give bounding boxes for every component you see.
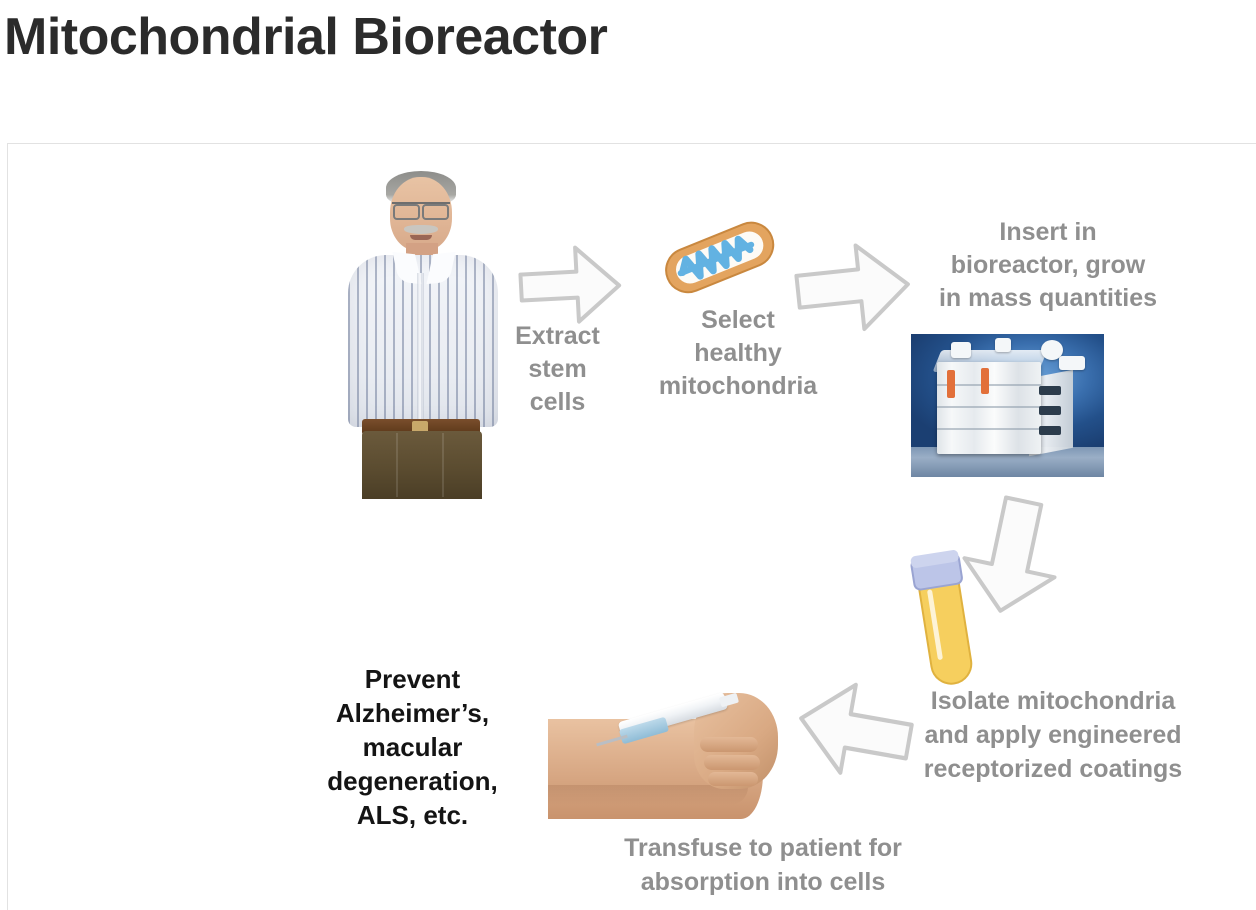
step-label-transfuse-to-patient: Transfuse to patient for absorption into… [624, 834, 902, 896]
arrow-extract-to-select-icon [513, 237, 627, 331]
step-label-extract-stem-cells: Extract stem cells [515, 322, 600, 416]
arrow-testtube-to-injection-icon [786, 669, 924, 791]
person-trouser-pleat-right [442, 433, 444, 497]
page-title: Mitochondrial Bioreactor [4, 8, 608, 66]
person-shirt-placket [417, 273, 424, 423]
hand-finger-3 [708, 772, 758, 786]
hand-finger-1 [700, 737, 758, 752]
step-label-insert-in-bioreactor: Insert in bioreactor, grow in mass quant… [938, 218, 1158, 312]
test-tube-illustration [903, 544, 989, 704]
person-mustache [404, 225, 438, 234]
step-label-select-healthy-mitochondria: Select healthy mitochondria [658, 306, 818, 400]
diagram-card: Extract stem cells Select healthy mitoch… [7, 143, 1256, 910]
person-trouser-pleat-left [396, 433, 398, 497]
bioreactor-photo [911, 334, 1104, 477]
bioreactor-port-2 [995, 338, 1011, 352]
bioreactor-fitting-2 [1039, 406, 1061, 415]
arrow-bioreactor-to-testtube-icon [948, 485, 1076, 628]
bioreactor-fitting-3 [1039, 426, 1061, 435]
bioreactor-fitting-1 [1039, 386, 1061, 395]
bioreactor-clamp-1 [947, 370, 955, 398]
photo-of-patient-standing [338, 169, 513, 499]
person-trousers [362, 431, 482, 499]
arrow-select-to-bioreactor-icon [787, 234, 918, 342]
glasses-icon [392, 202, 450, 220]
bioreactor-clamp-2 [981, 368, 989, 394]
bioreactor-port-4 [1059, 356, 1085, 370]
diagram-stage: Extract stem cells Select healthy mitoch… [8, 144, 1256, 910]
step-label-isolate-mitochondria: Isolate mitochondria and apply engineere… [923, 687, 1183, 783]
mitochondrion-illustration [653, 206, 783, 306]
syringe-injection-into-arm-photo [548, 679, 778, 839]
person-belt-buckle [412, 421, 428, 433]
step-label-prevent-disease: Prevent Alzheimer’s, macular degeneratio… [327, 664, 498, 830]
person-mouth [410, 235, 432, 240]
bioreactor-port-3 [1041, 340, 1063, 360]
forearm-shading [548, 785, 748, 805]
hand-finger-2 [704, 755, 760, 770]
bioreactor-port-1 [951, 342, 971, 358]
